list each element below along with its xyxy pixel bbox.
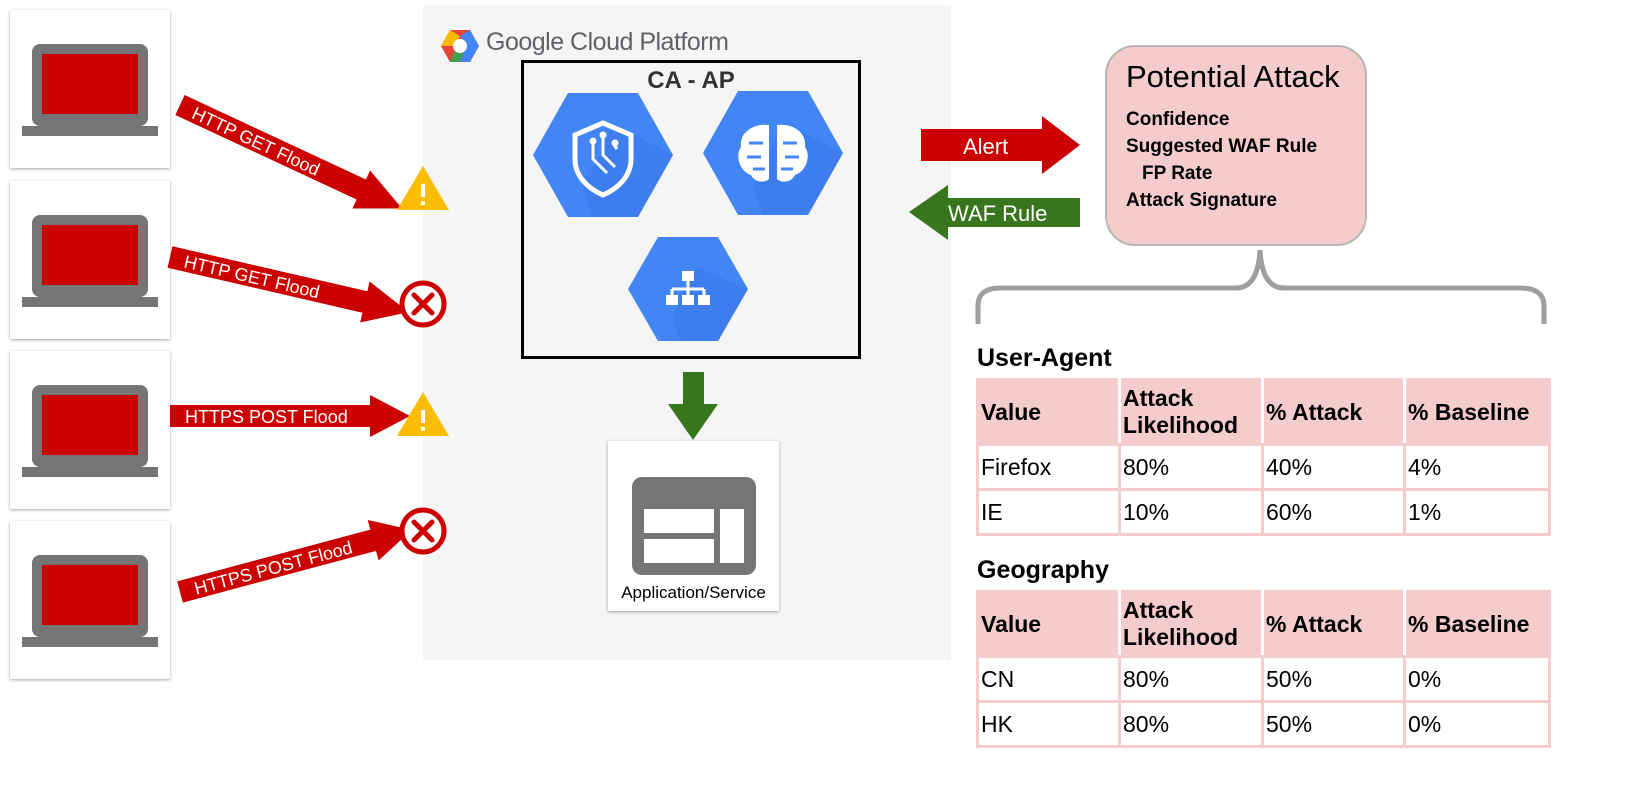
table-row: IE 10% 60% 1% (976, 488, 1551, 536)
attack-arrow-3: HTTPS POST Flood (170, 395, 410, 437)
table-row: HK 80% 50% 0% (976, 700, 1551, 748)
laptop-card-3 (10, 351, 170, 509)
fp-rate-label: FP Rate (1142, 163, 1213, 184)
attack-arrow-2: HTTP GET Flood (167, 246, 409, 323)
table-cell: 1% (1403, 488, 1551, 536)
attack-arrow-4: HTTPS POST Flood (177, 519, 412, 603)
application-window-icon (632, 477, 756, 575)
application-service-label: Application/Service (621, 583, 766, 602)
confidence-label: Confidence (1126, 109, 1230, 130)
table-cell: 0% (1403, 700, 1551, 748)
warning-icon (397, 392, 449, 436)
laptop-card-4 (10, 521, 170, 679)
geography-table: Value Attack Likelihood % Attack % Basel… (976, 590, 1551, 748)
table-cell: 4% (1403, 443, 1551, 491)
potential-attack-title: Potential Attack (1126, 59, 1340, 94)
table-cell: 10% (1118, 488, 1264, 536)
column-header: Value (976, 590, 1121, 658)
application-service-card: Application/Service (608, 441, 779, 611)
attack-label-2: HTTP GET Flood (182, 252, 321, 303)
attack-label-1: HTTP GET Flood (189, 103, 323, 180)
user-agent-title: User-Agent (977, 344, 1112, 372)
table-cell: 80% (1118, 443, 1264, 491)
attack-signature-label: Attack Signature (1126, 190, 1277, 211)
forward-arrow (668, 372, 718, 440)
ai-brain-icon (703, 91, 843, 215)
table-cell: IE (976, 488, 1121, 536)
column-header: % Baseline (1403, 378, 1551, 446)
security-shield-icon (533, 93, 673, 217)
column-header: % Attack (1261, 378, 1406, 446)
waf-rule-arrow: WAF Rule (909, 185, 1080, 240)
brace (975, 249, 1547, 324)
blocked-icon (399, 507, 447, 555)
alert-arrow: Alert (921, 116, 1080, 174)
attack-label-3: HTTPS POST Flood (185, 407, 348, 427)
waf-rule-label: WAF Rule (948, 201, 1047, 226)
potential-attack-bubble: Potential Attack Confidence Suggested WA… (1105, 45, 1367, 246)
laptop-card-1 (10, 10, 170, 168)
table-cell: Firefox (976, 443, 1121, 491)
laptop-icon (22, 385, 158, 477)
blocked-icon (399, 280, 447, 328)
table-cell: 50% (1261, 655, 1406, 703)
column-header: % Baseline (1403, 590, 1551, 658)
table-header-row: Value Attack Likelihood % Attack % Basel… (976, 378, 1551, 446)
ca-ap-box: CA - AP (521, 60, 861, 359)
column-header: Attack Likelihood (1118, 378, 1264, 446)
warning-icon (397, 166, 449, 210)
column-header: Value (976, 378, 1121, 446)
laptop-icon (22, 215, 158, 307)
laptop-card-2 (10, 181, 170, 339)
column-header: % Attack (1261, 590, 1406, 658)
gcp-title: Google Cloud Platform (486, 28, 729, 56)
geography-title: Geography (977, 556, 1109, 584)
table-cell: 80% (1118, 700, 1264, 748)
column-header: Attack Likelihood (1118, 590, 1264, 658)
load-balancer-icon (628, 237, 748, 341)
ca-ap-title: CA - AP (647, 67, 735, 94)
laptop-icon (22, 555, 158, 647)
table-cell: 0% (1403, 655, 1551, 703)
suggested-waf-rule-label: Suggested WAF Rule (1126, 136, 1318, 157)
table-row: Firefox 80% 40% 4% (976, 443, 1551, 491)
gcp-logo-icon (441, 30, 479, 62)
alert-label: Alert (963, 134, 1008, 159)
user-agent-table: Value Attack Likelihood % Attack % Basel… (976, 378, 1551, 536)
table-header-row: Value Attack Likelihood % Attack % Basel… (976, 590, 1551, 658)
table-cell: 40% (1261, 443, 1406, 491)
table-cell: 60% (1261, 488, 1406, 536)
table-cell: 80% (1118, 655, 1264, 703)
table-cell: HK (976, 700, 1121, 748)
attack-label-4: HTTPS POST Flood (192, 537, 354, 598)
table-cell: CN (976, 655, 1121, 703)
table-row: CN 80% 50% 0% (976, 655, 1551, 703)
table-cell: 50% (1261, 700, 1406, 748)
laptop-icon (22, 44, 158, 136)
attack-arrow-1: HTTP GET Flood (175, 95, 403, 209)
